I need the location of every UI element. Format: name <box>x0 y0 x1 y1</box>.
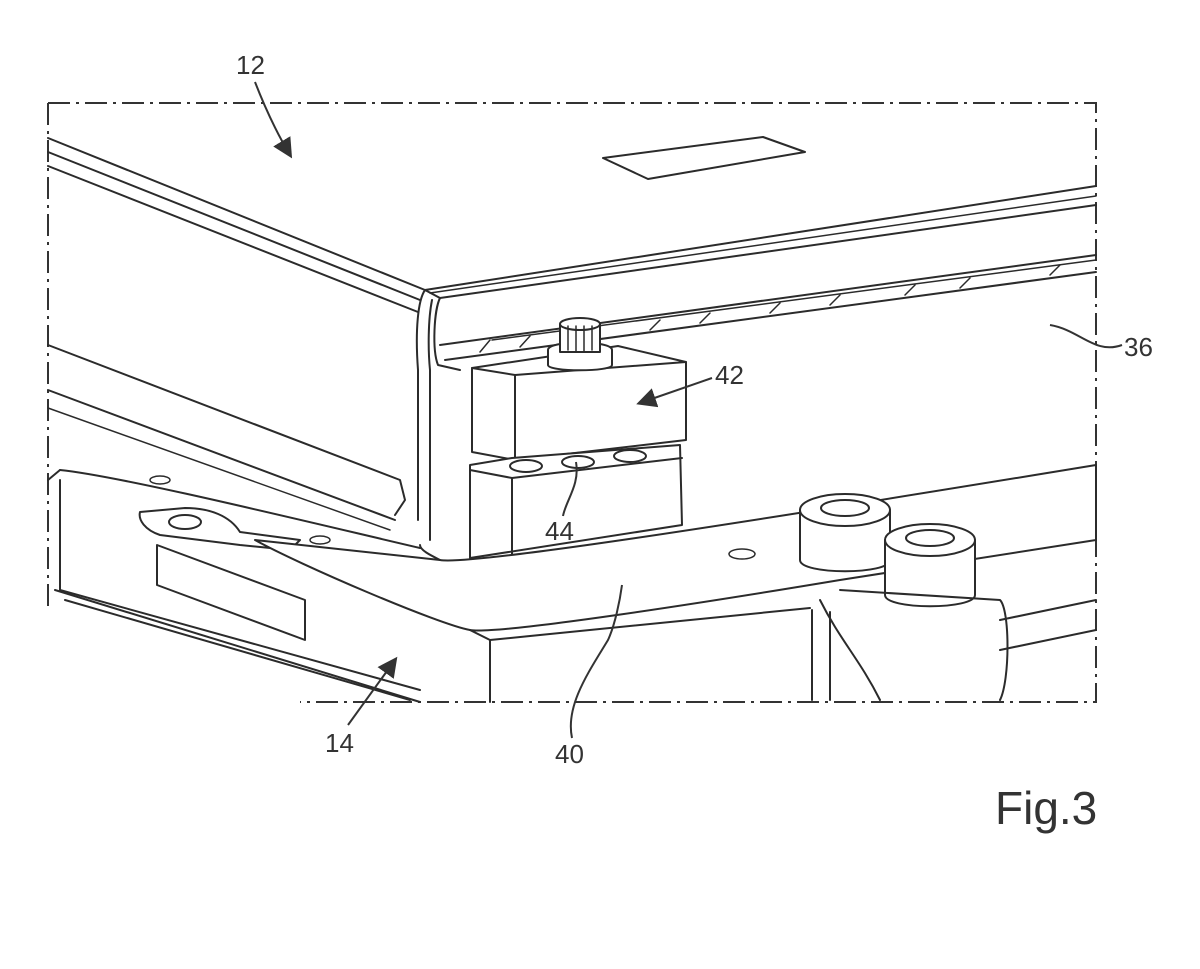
ref-label-36: 36 <box>1124 332 1153 362</box>
ref-label-40: 40 <box>555 739 584 769</box>
connector-block-42 <box>471 317 687 461</box>
connector-base-44 <box>469 444 683 559</box>
ref-label-44: 44 <box>545 516 574 546</box>
standoffs <box>799 493 1097 701</box>
ref-label-12: 12 <box>236 50 265 80</box>
upper-housing <box>47 136 1097 541</box>
lower-tray-14 <box>47 469 421 703</box>
detail-boundary <box>47 102 1097 703</box>
figure-caption: Fig.3 <box>995 782 1097 834</box>
ref-label-14: 14 <box>325 728 354 758</box>
ref-label-42: 42 <box>715 360 744 390</box>
